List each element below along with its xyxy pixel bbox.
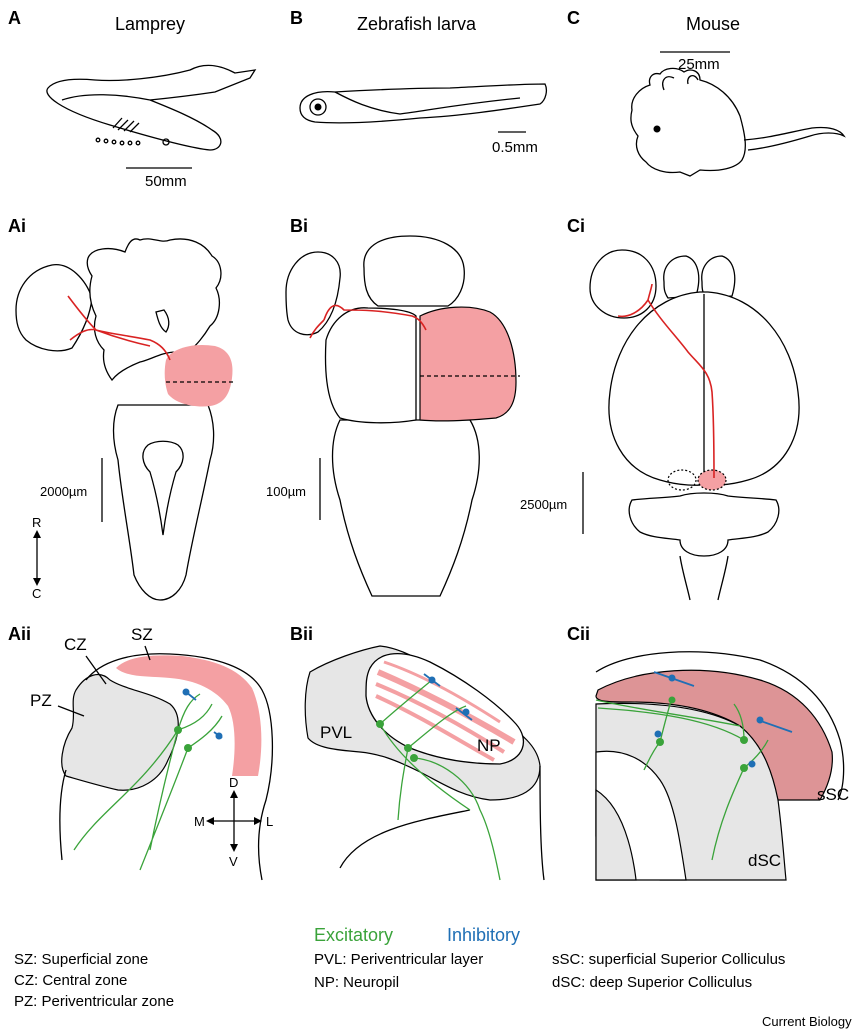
panel-b-zebrafish: B Zebrafish larva 0.5mm (290, 8, 546, 156)
axis-label-d: D (229, 775, 238, 790)
mouse-olfactory-left (664, 256, 699, 298)
axis-dv-ml: D V M L (194, 775, 273, 869)
panel-bii-zebrafish-section: Bii PVL NP (290, 624, 544, 880)
panel-letter-b: B (290, 8, 303, 28)
zebrafish-telencephalon (364, 236, 464, 306)
panel-title-zebrafish: Zebrafish larva (357, 14, 477, 34)
panel-ai-lamprey-brain: Ai 2000µm R C (8, 216, 234, 601)
zebrafish-tectum-left (326, 308, 416, 423)
legend: Excitatory Inhibitory (314, 925, 520, 945)
panel-letter-bii: Bii (290, 624, 313, 644)
zebrafish-pupil (315, 104, 322, 111)
panel-letter-a: A (8, 8, 21, 28)
mouse-eye (654, 126, 661, 133)
label-pz: PZ (30, 691, 52, 710)
scale-label-mouse: 25mm (678, 56, 720, 73)
panel-title-mouse: Mouse (686, 14, 740, 34)
mouse-ear (663, 76, 698, 90)
panel-a-lamprey: A Lamprey 50mm (8, 8, 255, 190)
mouse-tail (744, 127, 844, 150)
abbreviations-lamprey: SZ: Superficial zone CZ: Central zone PZ… (14, 951, 174, 1010)
axis-rostral-caudal: R C (32, 515, 41, 601)
panel-ci-mouse-brain: Ci 2500µm (520, 216, 799, 600)
scale-label-lamprey: 50mm (145, 173, 187, 190)
mouse-brainstem (680, 556, 728, 600)
panel-letter-c: C (567, 8, 580, 28)
label-sz: SZ (131, 625, 153, 644)
abbreviations-zebrafish: PVL: Periventricular layer NP: Neuropil (314, 951, 483, 991)
axis-label-l: L (266, 814, 273, 829)
panel-cii-mouse-section: Cii sSC dSC (567, 624, 849, 880)
legend-inhibitory: Inhibitory (447, 925, 520, 945)
axis-label-m: M (194, 814, 205, 829)
journal-credit: Current Biology (762, 1014, 852, 1029)
abbr-pz: PZ: Periventricular zone (14, 993, 174, 1010)
panel-letter-cii: Cii (567, 624, 590, 644)
zebrafish-optic-tectum (420, 307, 516, 421)
lamprey-periventricular-zone (62, 675, 178, 791)
axis-label-v: V (229, 854, 238, 869)
lamprey-fin (62, 95, 150, 100)
abbr-ssc: sSC: superficial Superior Colliculus (552, 951, 785, 968)
mouse-superior-colliculus (698, 470, 726, 490)
mouse-eye-outline (590, 250, 656, 318)
label-np: NP (477, 736, 501, 755)
scale-label-ai: 2000µm (40, 484, 87, 499)
zebrafish-body-drawing (300, 84, 546, 123)
lamprey-body-drawing (47, 65, 255, 150)
panel-c-mouse: C Mouse 25mm (567, 8, 844, 176)
abbreviations-mouse: sSC: superficial Superior Colliculus dSC… (552, 951, 785, 991)
panel-bi-zebrafish-brain: Bi 100µm (266, 216, 520, 596)
label-dsc: dSC (748, 851, 781, 870)
panel-letter-bi: Bi (290, 216, 308, 236)
scale-label-ci: 2500µm (520, 497, 567, 512)
abbr-sz: SZ: Superficial zone (14, 951, 148, 968)
lamprey-ventricle (143, 441, 183, 535)
lamprey-eye-outline (16, 265, 92, 351)
abbr-pvl: PVL: Periventricular layer (314, 951, 483, 968)
lamprey-hindbrain (114, 405, 214, 600)
axis-label-r: R (32, 515, 41, 530)
mouse-cerebellum (629, 493, 779, 556)
panel-aii-lamprey-section: Aii CZ SZ PZ D V M L (8, 624, 273, 880)
zebrafish-hindbrain (333, 420, 480, 596)
label-ssc: sSC (817, 785, 849, 804)
abbr-cz: CZ: Central zone (14, 972, 127, 989)
panel-letter-ai: Ai (8, 216, 26, 236)
legend-excitatory: Excitatory (314, 925, 393, 945)
panel-title-lamprey: Lamprey (115, 14, 185, 34)
axis-label-c: C (32, 586, 41, 601)
panel-letter-aii: Aii (8, 624, 31, 644)
abbr-np: NP: Neuropil (314, 974, 399, 991)
lamprey-optic-tectum (165, 345, 233, 407)
scale-label-zebrafish: 0.5mm (492, 139, 538, 156)
label-pvl: PVL (320, 723, 352, 742)
abbr-dsc: dSC: deep Superior Colliculus (552, 974, 752, 991)
zebrafish-eye-outline (286, 252, 340, 335)
panel-letter-ci: Ci (567, 216, 585, 236)
mouse-body-drawing (631, 68, 745, 176)
label-cz: CZ (64, 635, 87, 654)
scale-label-bi: 100µm (266, 484, 306, 499)
